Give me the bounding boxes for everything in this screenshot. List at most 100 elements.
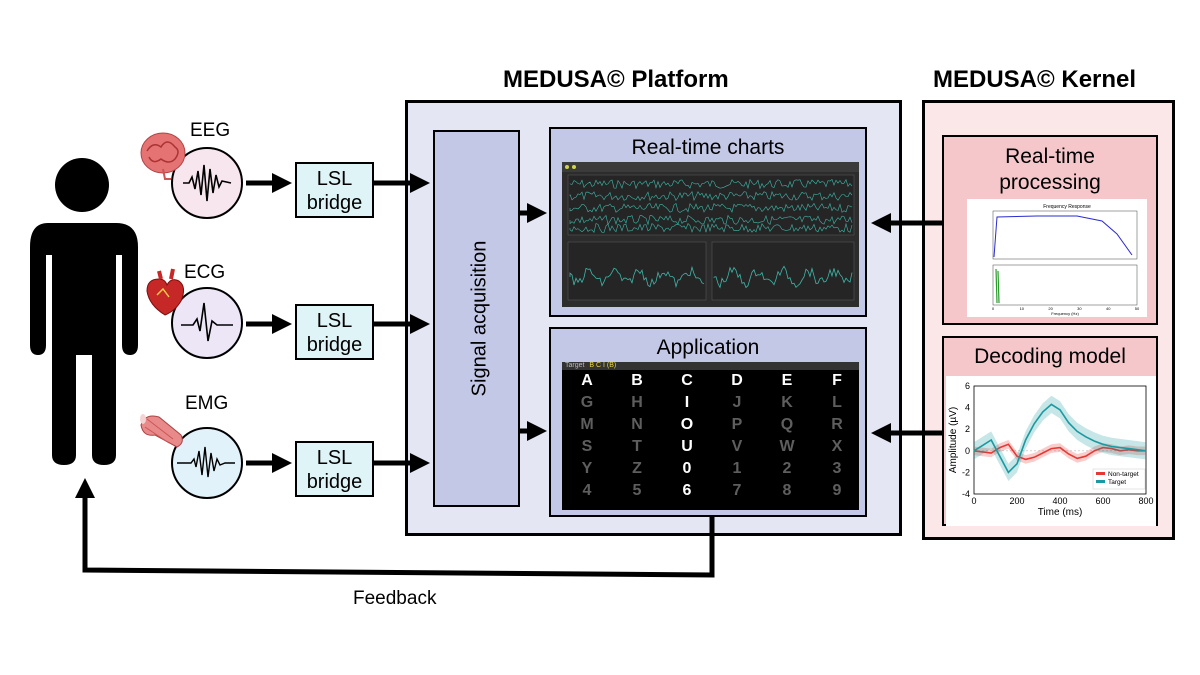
speller-cell: 8 xyxy=(782,482,792,499)
speller-cell: O xyxy=(680,416,694,433)
brain-icon xyxy=(140,132,186,180)
frequency-response-xlabel: Frequency (Hz) xyxy=(1051,311,1079,316)
speller-cell: 2 xyxy=(782,460,792,477)
eeg-signal-icon xyxy=(140,132,243,219)
speller-cell: J xyxy=(732,394,742,411)
erp-y-tick-label: 2 xyxy=(965,424,970,434)
emg-label: EMG xyxy=(185,393,229,414)
speller-cell: U xyxy=(681,438,693,455)
erp-band-target xyxy=(974,395,1146,481)
application-panel: Application Target B C I (B) A B C D E F G H I J K… xyxy=(549,327,867,517)
speller-cell: E xyxy=(781,372,793,389)
ecg-label: ECG xyxy=(184,262,226,283)
erp-legend-box xyxy=(1092,468,1146,490)
speller-cell: K xyxy=(781,394,793,411)
erp-xlabel: Time (ms) xyxy=(1038,507,1083,518)
erp-x-tick-label: 200 xyxy=(1009,496,1024,506)
speller-cell: C xyxy=(681,372,693,389)
erp-y-tick-label: -4 xyxy=(962,489,970,499)
realtime-processing-label-line2: processing xyxy=(999,171,1101,194)
lsl-bridge-emg-line2: bridge xyxy=(306,471,363,493)
speller-cell: 5 xyxy=(632,482,642,499)
speller-target-label: Target xyxy=(565,362,585,369)
muscle-icon xyxy=(140,414,183,448)
speller-cell: G xyxy=(580,394,594,411)
erp-line-target xyxy=(973,403,1147,474)
realtime-charts-screenshot xyxy=(562,162,859,307)
lsl-bridge-eeg-line2: bridge xyxy=(306,192,363,214)
erp-ylabel: Amplitude (µV) xyxy=(948,407,959,473)
speller-cell: T xyxy=(632,438,642,455)
speller-target-bar: Target B C I (B) xyxy=(562,362,859,370)
emg-signal-icon xyxy=(140,414,243,499)
frequency-tick-label: 0 xyxy=(992,306,995,311)
erp-y-tick-label: 4 xyxy=(965,403,970,413)
speller-cell: 6 xyxy=(682,482,692,499)
person-icon xyxy=(30,158,138,465)
speller-cell: N xyxy=(631,416,643,433)
kernel-title: MEDUSA© Kernel xyxy=(933,66,1137,93)
platform-title: MEDUSA© Platform xyxy=(503,66,729,93)
frequency-tick-label: 30 xyxy=(1077,306,1082,311)
ecg-signal-icon xyxy=(146,268,243,359)
erp-legend-swatch xyxy=(1096,480,1105,483)
erp-x-tick-label: 600 xyxy=(1095,496,1110,506)
erp-legend-label: Target xyxy=(1108,479,1126,486)
speller-cell: F xyxy=(832,372,842,389)
speller-cell: 1 xyxy=(732,460,742,477)
feedback-arrow xyxy=(75,478,715,578)
erp-y-tick-label: -2 xyxy=(962,467,970,477)
signal-acquisition-panel: Signal acquisition xyxy=(433,130,520,507)
speller-cell: D xyxy=(731,372,743,389)
frequency-tick-label: 40 xyxy=(1106,306,1111,311)
speller-cell: 7 xyxy=(732,482,742,499)
lsl-bridge-eeg-line1: LSL xyxy=(316,168,353,190)
speller-cell: M xyxy=(580,416,594,433)
application-label: Application xyxy=(656,336,760,359)
realtime-charts-label: Real-time charts xyxy=(631,136,785,159)
speller-cell: Q xyxy=(780,416,794,433)
speller-cell: V xyxy=(731,438,743,455)
speller-cell: B xyxy=(631,372,643,389)
speller-cell: X xyxy=(831,438,843,455)
erp-line-non-target xyxy=(973,443,1146,461)
eeg-label: EEG xyxy=(190,120,231,141)
erp-x-tick-label: 400 xyxy=(1052,496,1067,506)
speller-cell: Y xyxy=(581,460,593,477)
speller-cell: 9 xyxy=(832,482,842,499)
speller-cell: P xyxy=(731,416,743,433)
speller-target-value: B C I (B) xyxy=(589,362,617,369)
speller-cell: W xyxy=(779,438,795,455)
feedback-label: Feedback xyxy=(353,588,437,609)
speller-cell: L xyxy=(832,394,842,411)
lsl-bridge-ecg: LSL bridge xyxy=(295,304,374,360)
speller-cell: H xyxy=(631,394,643,411)
lsl-bridge-emg-line1: LSL xyxy=(316,447,353,469)
realtime-charts-panel: Real-time charts xyxy=(549,127,867,317)
realtime-processing-label-line1: Real-time xyxy=(1005,145,1095,168)
erp-legend-label: Non-target xyxy=(1108,471,1139,478)
lsl-bridge-eeg: LSL bridge xyxy=(295,162,374,218)
speller-cell: Z xyxy=(632,460,642,477)
decoding-model-label: Decoding model xyxy=(974,345,1126,368)
erp-y-tick-label: 0 xyxy=(965,446,970,456)
frequency-tick-label: 50 xyxy=(1135,306,1140,311)
speller-cell: 3 xyxy=(832,460,842,477)
realtime-processing-label: Real-time processing xyxy=(944,144,1156,196)
speller-cell: R xyxy=(831,416,843,433)
erp-x-tick-label: 800 xyxy=(1138,496,1153,506)
frequency-tick-label: 10 xyxy=(1020,306,1025,311)
erp-band-non-target xyxy=(974,440,1146,464)
lsl-bridge-ecg-line2: bridge xyxy=(306,334,363,356)
speller-cell: A xyxy=(581,372,593,389)
speller-cell: I xyxy=(684,394,690,411)
erp-x-tick-label: 0 xyxy=(971,496,976,506)
speller-cell: 4 xyxy=(582,482,592,499)
speller-cell: 0 xyxy=(682,460,692,477)
